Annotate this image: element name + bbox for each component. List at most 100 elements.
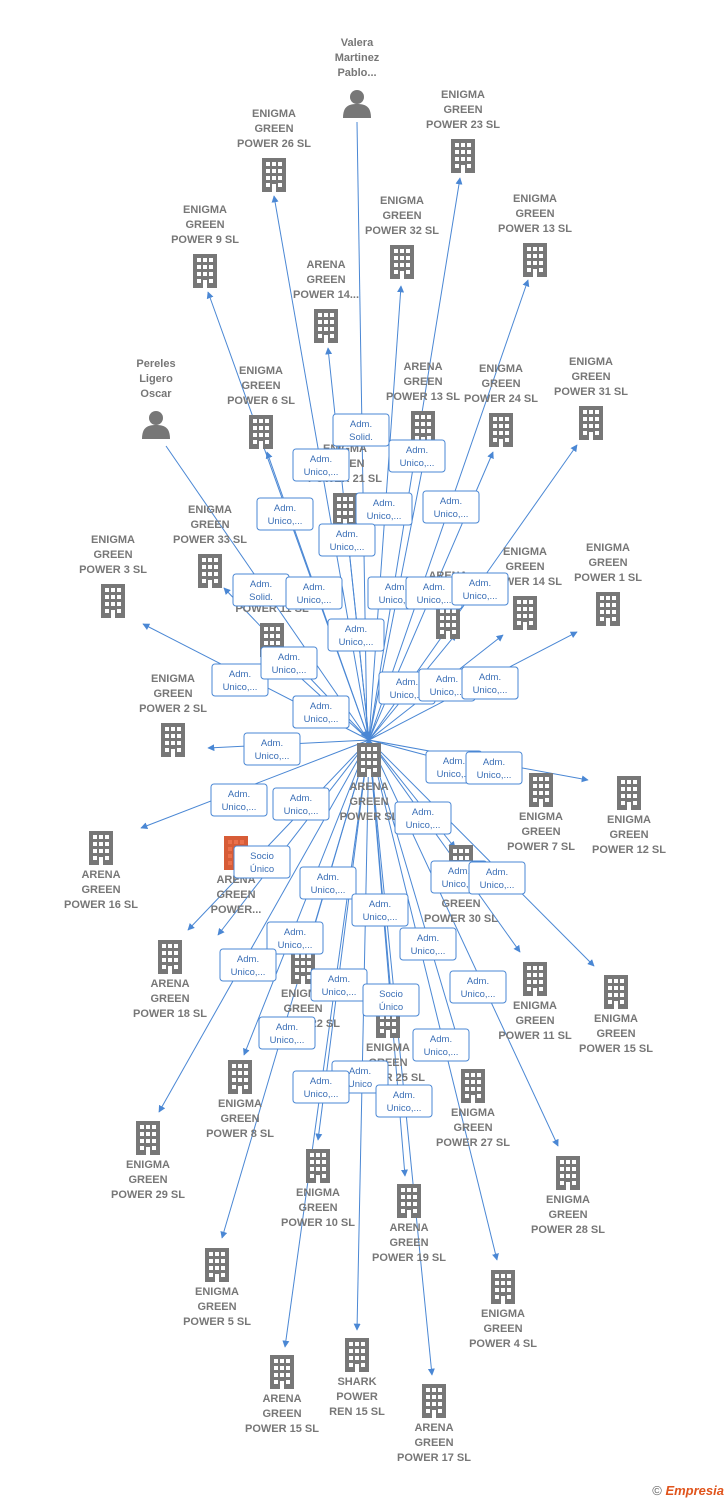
edge-role-label[interactable]: Adm.Unico,... <box>272 787 330 821</box>
node-label: ENIGMA <box>183 204 227 216</box>
building-icon <box>345 1338 369 1372</box>
edge-role-text: Unico,... <box>311 885 346 896</box>
edge-role-label[interactable]: Adm.Unico,... <box>285 576 343 610</box>
edge-role-label[interactable]: Adm.Unico,... <box>292 448 350 482</box>
edge-role-text: Unico,... <box>330 542 365 553</box>
node-label: POWER <box>336 1391 378 1403</box>
edge-role-label[interactable]: Adm.Unico,... <box>310 968 368 1002</box>
edge-role-label[interactable]: Adm.Unico,... <box>394 801 452 835</box>
edge-role-text: Adm. <box>336 529 358 540</box>
edge-role-text: Adm. <box>373 498 395 509</box>
edge-role-text: Unico,... <box>387 1103 422 1114</box>
node-label: GREEN <box>548 1209 587 1221</box>
building-icon <box>249 415 273 449</box>
edge-role-label[interactable]: Adm.Unico,... <box>258 1016 316 1050</box>
node-label: GREEN <box>81 884 120 896</box>
edge-role-label[interactable]: Adm.Unico,... <box>243 732 301 766</box>
edge-role-label[interactable]: Adm.Solid. <box>332 413 390 447</box>
node-label: GREEN <box>298 1202 337 1214</box>
brand-logo[interactable]: Empresia <box>665 1483 724 1498</box>
edge-role-label[interactable]: Adm.Unico,... <box>418 668 476 702</box>
node-label: GREEN <box>93 549 132 561</box>
edge-role-label[interactable]: Adm.Unico,... <box>292 695 350 729</box>
building-icon <box>205 1248 229 1282</box>
edge-role-label[interactable]: Adm.Unico,... <box>399 927 457 961</box>
edge-role-label[interactable]: Adm.Unico,... <box>388 439 446 473</box>
edge-role-label[interactable]: Adm.Unico,... <box>211 663 269 697</box>
edge-role-label[interactable]: Adm.Unico,... <box>256 497 314 531</box>
edge-role-label[interactable]: Adm.Unico,... <box>299 866 357 900</box>
edge-role-label[interactable]: Adm.Unico,... <box>351 893 409 927</box>
edge-role-label[interactable]: Adm.Unico,... <box>449 970 507 1004</box>
edge-role-label[interactable]: Adm.Unico,... <box>461 666 519 700</box>
edge-role-label[interactable]: Adm.Unico,... <box>375 1084 433 1118</box>
edge-role-label[interactable]: Adm.Solid. <box>232 573 290 607</box>
edge-role-label[interactable]: Adm.Unico,... <box>422 490 480 524</box>
edge-role-label[interactable]: Adm. Unico,... <box>318 523 376 557</box>
edge-role-text: Adm. <box>483 757 505 768</box>
building-icon <box>161 723 185 757</box>
edge-role-label[interactable]: Adm.Unico,... <box>292 1070 350 1104</box>
edge-eg11 <box>368 739 521 953</box>
edge-role-label[interactable]: Adm.Unico,... <box>266 921 324 955</box>
building-icon <box>101 584 125 618</box>
node-valera[interactable]: ValeraMartinezPablo... <box>335 37 380 118</box>
edge-role-text: Unico,... <box>255 751 290 762</box>
edge-role-text: Adm. <box>250 579 272 590</box>
node-label: GREEN <box>453 1122 492 1134</box>
edge-role-text: Adm. <box>396 677 418 688</box>
node-label: ARENA <box>389 1222 428 1234</box>
node-label: GREEN <box>216 889 255 901</box>
edge-role-label[interactable]: Adm.Unico,... <box>451 572 509 606</box>
edge-role-label[interactable]: Adm.Unico,... <box>412 1028 470 1062</box>
edge-role-text: Adm. <box>486 867 508 878</box>
edge-role-label[interactable]: Adm.Unico,... <box>210 783 268 817</box>
edge-role-label[interactable]: Adm.Unico,... <box>465 751 523 785</box>
edge-role-label[interactable]: Adm.Unico,... <box>327 618 385 652</box>
edge-role-label[interactable]: Adm.Unico,... <box>468 861 526 895</box>
edge-role-label[interactable]: Adm.Unico,... <box>355 492 413 526</box>
edge-role-text: Único <box>250 864 274 875</box>
node-label: POWER 6 SL <box>227 395 295 407</box>
node-agpower[interactable]: ARENAGREENPOWER... <box>211 836 262 916</box>
edge-role-label[interactable]: Adm.Unico,... <box>219 948 277 982</box>
node-label: ENIGMA <box>546 1194 590 1206</box>
edge-role-label[interactable]: Adm.Unico,... <box>260 646 318 680</box>
node-label: GREEN <box>588 557 627 569</box>
